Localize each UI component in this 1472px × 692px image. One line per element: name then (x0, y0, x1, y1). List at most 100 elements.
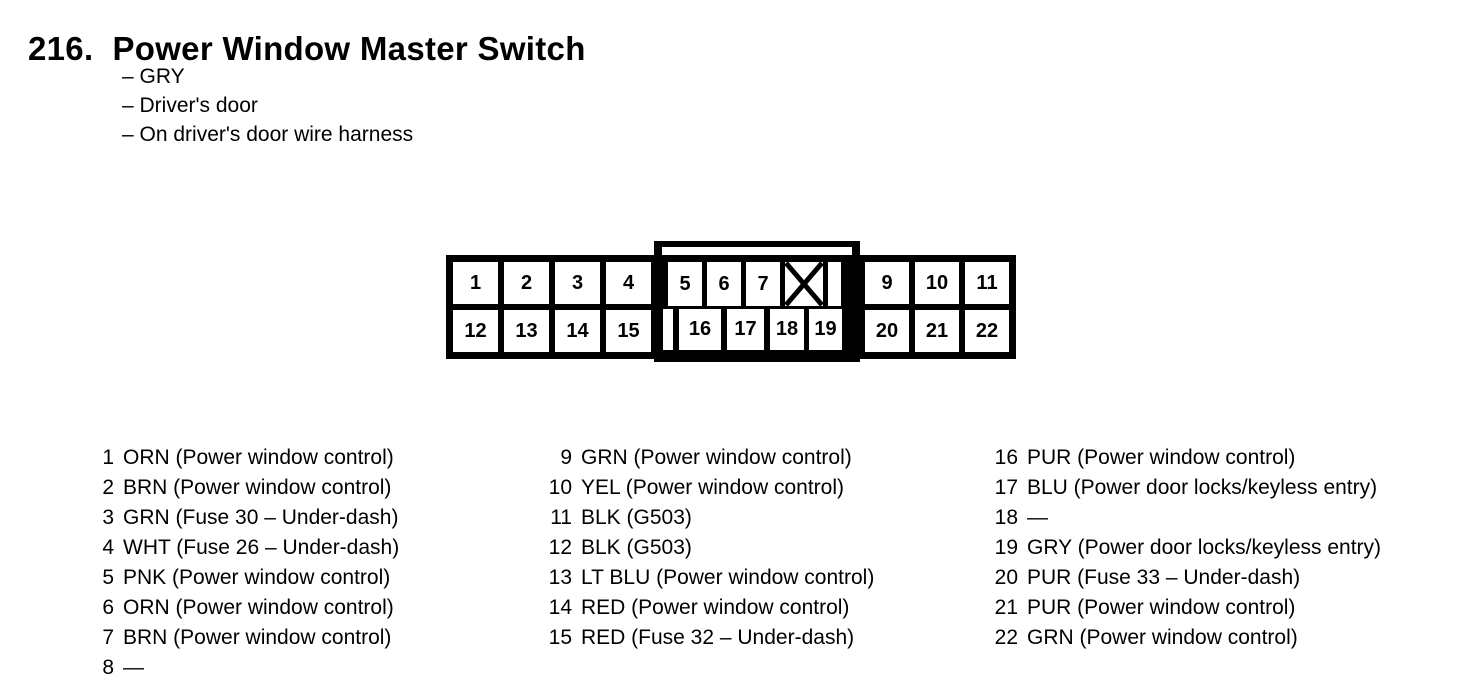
legend-row: 2 BRN (Power window control) (88, 473, 399, 503)
pin-number: 1 (102, 446, 114, 469)
pin-cell-15: 15 (606, 310, 651, 352)
note-line: – On driver's door wire harness (122, 123, 414, 146)
pin-description: GRN (Fuse 30 – Under-dash) (123, 506, 399, 529)
legend-column-2: 9 GRN (Power window control) 10 YEL (Pow… (538, 443, 875, 653)
pin-number: 16 (994, 446, 1018, 469)
pin-cell-16: 16 (679, 309, 721, 350)
legend-row: 14 RED (Power window control) (538, 593, 874, 623)
pin-cell-18: 18 (770, 309, 804, 350)
blank-slot-bottom (663, 309, 673, 350)
legend-row: 16 PUR (Power window control) (984, 443, 1381, 473)
legend-row: 3 GRN (Fuse 30 – Under-dash) (88, 503, 399, 533)
pin-cell-6: 6 (707, 262, 741, 306)
pin-description: ORN (Power window control) (123, 446, 394, 469)
pin-number: 6 (102, 596, 114, 619)
pin-cell-7: 7 (746, 262, 780, 306)
pin-description: RED (Power window control) (581, 596, 850, 619)
pin-cell-9: 9 (865, 262, 909, 304)
page-title: 216. Power Window Master Switch (28, 30, 586, 68)
pin-cell-17: 17 (727, 309, 764, 350)
note-line: – Driver's door (122, 94, 258, 117)
pin-number: 7 (102, 626, 114, 649)
pin-number: 3 (102, 506, 114, 529)
legend-row: 21 PUR (Power window control) (984, 593, 1381, 623)
legend-row: 15 RED (Fuse 32 – Under-dash) (538, 623, 874, 653)
pin-number: 4 (102, 536, 114, 559)
pin-number: 2 (102, 476, 114, 499)
legend-row: 9 GRN (Power window control) (538, 443, 874, 473)
pin-number: 14 (548, 596, 572, 619)
legend-row: 17 BLU (Power door locks/keyless entry) (984, 473, 1381, 503)
pin-description: BLU (Power door locks/keyless entry) (1027, 476, 1378, 499)
legend-row: 6 ORN (Power window control) (88, 593, 399, 623)
pin-number: 12 (548, 536, 572, 559)
pin-number: 9 (560, 446, 572, 469)
legend-row: 18 — (984, 503, 1381, 533)
connector-notes: – GRY – Driver's door – On driver's door… (122, 62, 413, 149)
pin-description: PNK (Power window control) (123, 566, 391, 589)
blocked-pin-8-cell (785, 262, 823, 306)
pin-number: 21 (994, 596, 1018, 619)
pin-description: BLK (G503) (581, 506, 692, 529)
pin-number: 17 (994, 476, 1018, 499)
pin-description: BRN (Power window control) (123, 476, 392, 499)
pin-description: PUR (Power window control) (1027, 596, 1296, 619)
pin-description: LT BLU (Power window control) (581, 566, 875, 589)
legend-row: 10 YEL (Power window control) (538, 473, 874, 503)
pin-number: 13 (548, 566, 572, 589)
pin-description: GRY (Power door locks/keyless entry) (1027, 536, 1382, 559)
pin-cell-14: 14 (555, 310, 600, 352)
legend-row: 4 WHT (Fuse 26 – Under-dash) (88, 533, 399, 563)
legend-row: 8 — (88, 653, 399, 683)
legend-row: 19 GRY (Power door locks/keyless entry) (984, 533, 1381, 563)
pin-description: PUR (Fuse 33 – Under-dash) (1027, 566, 1301, 589)
connector-left-block: 1 2 3 4 12 13 14 15 (446, 255, 658, 359)
pin-cell-19: 19 (809, 309, 842, 350)
pin-number: 19 (994, 536, 1018, 559)
pin-description: WHT (Fuse 26 – Under-dash) (123, 536, 400, 559)
pin-number: 8 (102, 656, 114, 679)
pin-number: 10 (548, 476, 572, 499)
pin-number: 18 (994, 506, 1018, 529)
pin-cell-10: 10 (915, 262, 959, 304)
legend-column-1: 1 ORN (Power window control) 2 BRN (Powe… (88, 443, 399, 683)
legend-row: 5 PNK (Power window control) (88, 563, 399, 593)
pin-cell-20: 20 (865, 310, 909, 352)
legend-row: 20 PUR (Fuse 33 – Under-dash) (984, 563, 1381, 593)
pin-cell-2: 2 (504, 262, 549, 304)
pin-number: 22 (994, 626, 1018, 649)
note-line: – GRY (122, 65, 185, 88)
legend-row: 1 ORN (Power window control) (88, 443, 399, 473)
pin-description: BRN (Power window control) (123, 626, 392, 649)
pin-description: ORN (Power window control) (123, 596, 394, 619)
legend-row: 12 BLK (G503) (538, 533, 874, 563)
pin-cell-12: 12 (453, 310, 498, 352)
legend-row: 7 BRN (Power window control) (88, 623, 399, 653)
pin-number: 11 (550, 506, 572, 529)
connector-key-tab (662, 247, 852, 255)
section-number: 216. (28, 30, 94, 68)
connector-middle-block: 5 6 7 16 17 18 19 (654, 241, 860, 362)
section-title: Power Window Master Switch (112, 30, 586, 68)
pin-number: 20 (994, 566, 1018, 589)
connector-diagram: 1 2 3 4 12 13 14 15 5 6 7 16 17 18 (446, 241, 1016, 362)
pin-description: GRN (Power window control) (1027, 626, 1298, 649)
pin-cell-4: 4 (606, 262, 651, 304)
pin-description: RED (Fuse 32 – Under-dash) (581, 626, 855, 649)
pin-cell-3: 3 (555, 262, 600, 304)
pin-description: BLK (G503) (581, 536, 692, 559)
pin-number: 5 (102, 566, 114, 589)
pin-cell-22: 22 (965, 310, 1009, 352)
pin-cell-1: 1 (453, 262, 498, 304)
legend-row: 13 LT BLU (Power window control) (538, 563, 875, 593)
pin-number: 15 (548, 626, 572, 649)
legend-column-3: 16 PUR (Power window control) 17 BLU (Po… (984, 443, 1381, 653)
pin-cell-5: 5 (668, 262, 702, 306)
blank-slot-top (828, 262, 841, 306)
pin-description: PUR (Power window control) (1027, 446, 1296, 469)
pin-cell-21: 21 (915, 310, 959, 352)
pin-description: YEL (Power window control) (581, 476, 844, 499)
pin-description: — (1027, 506, 1048, 529)
pin-description: — (123, 656, 144, 679)
legend-row: 11 BLK (G503) (538, 503, 874, 533)
